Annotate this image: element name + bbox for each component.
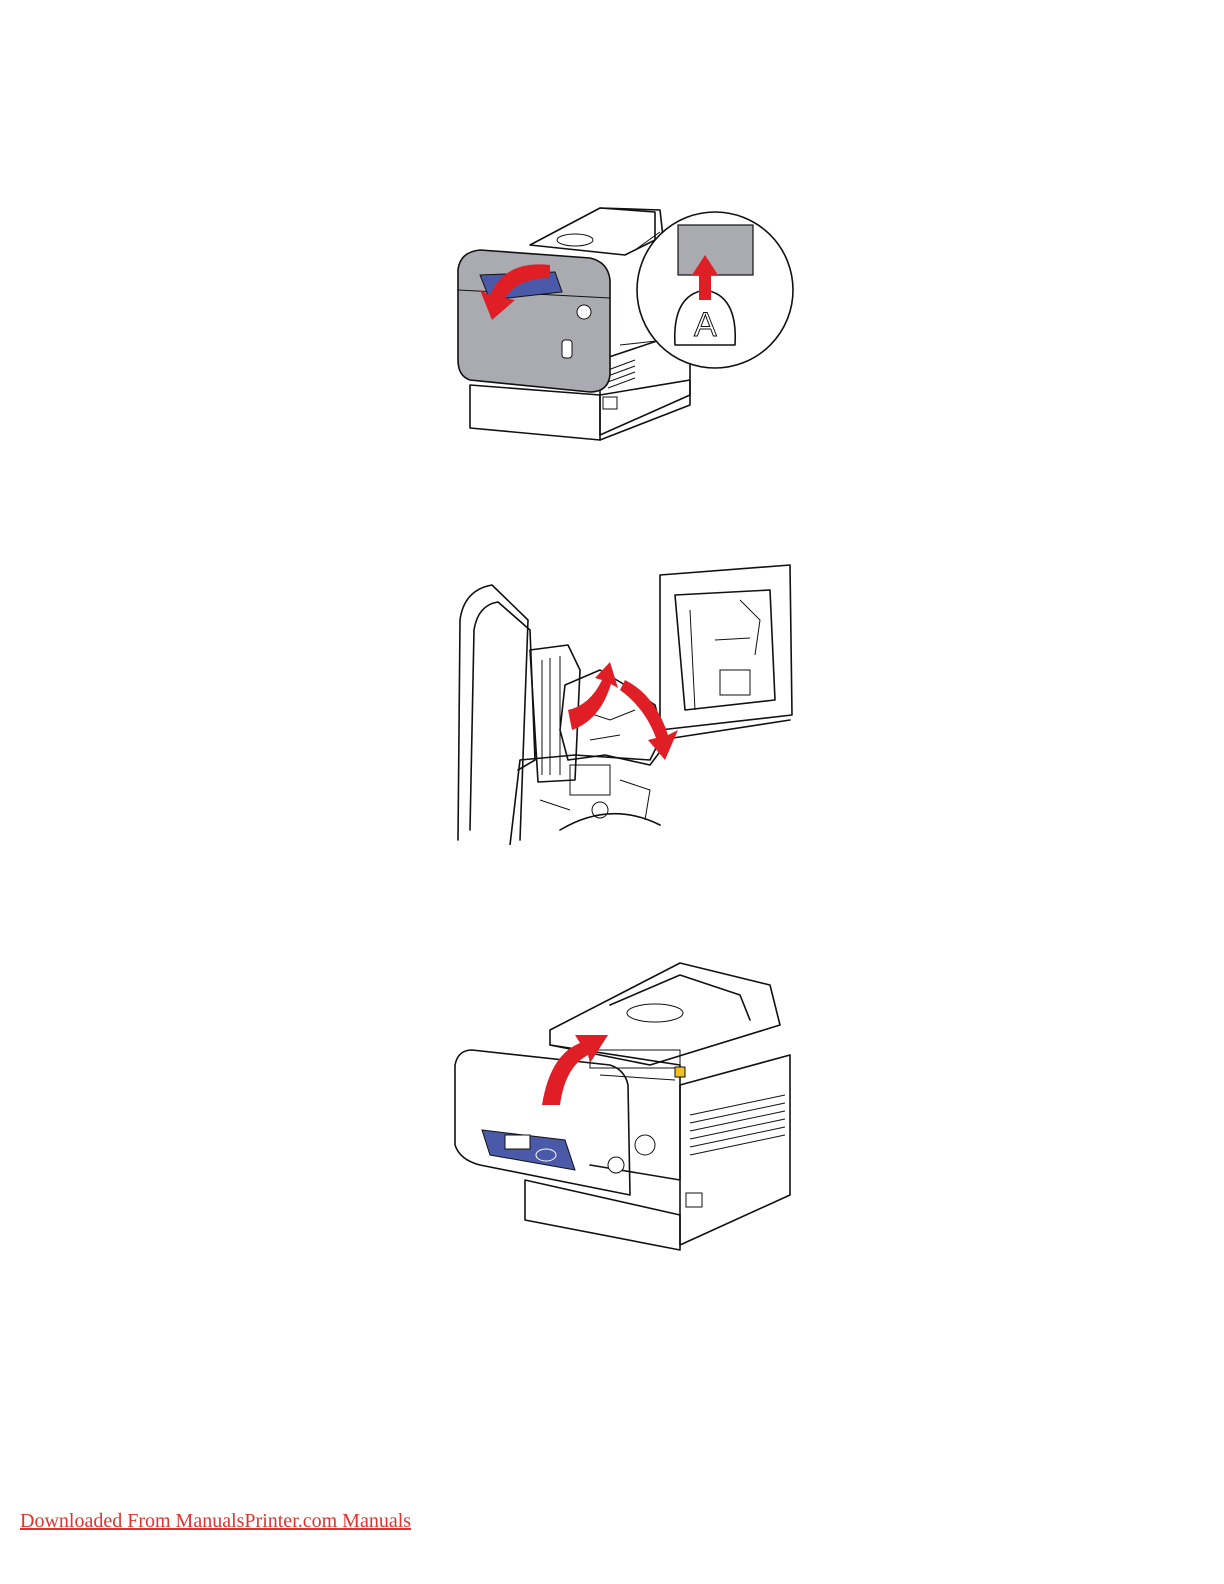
- latch-label: A: [694, 306, 717, 344]
- illustration-close-front-door: [450, 955, 800, 1255]
- footer-download-link[interactable]: Downloaded From ManualsPrinter.com Manua…: [20, 1510, 411, 1533]
- illustration-open-front-door: A: [450, 200, 800, 450]
- illustration-remove-jammed-paper: [450, 560, 800, 845]
